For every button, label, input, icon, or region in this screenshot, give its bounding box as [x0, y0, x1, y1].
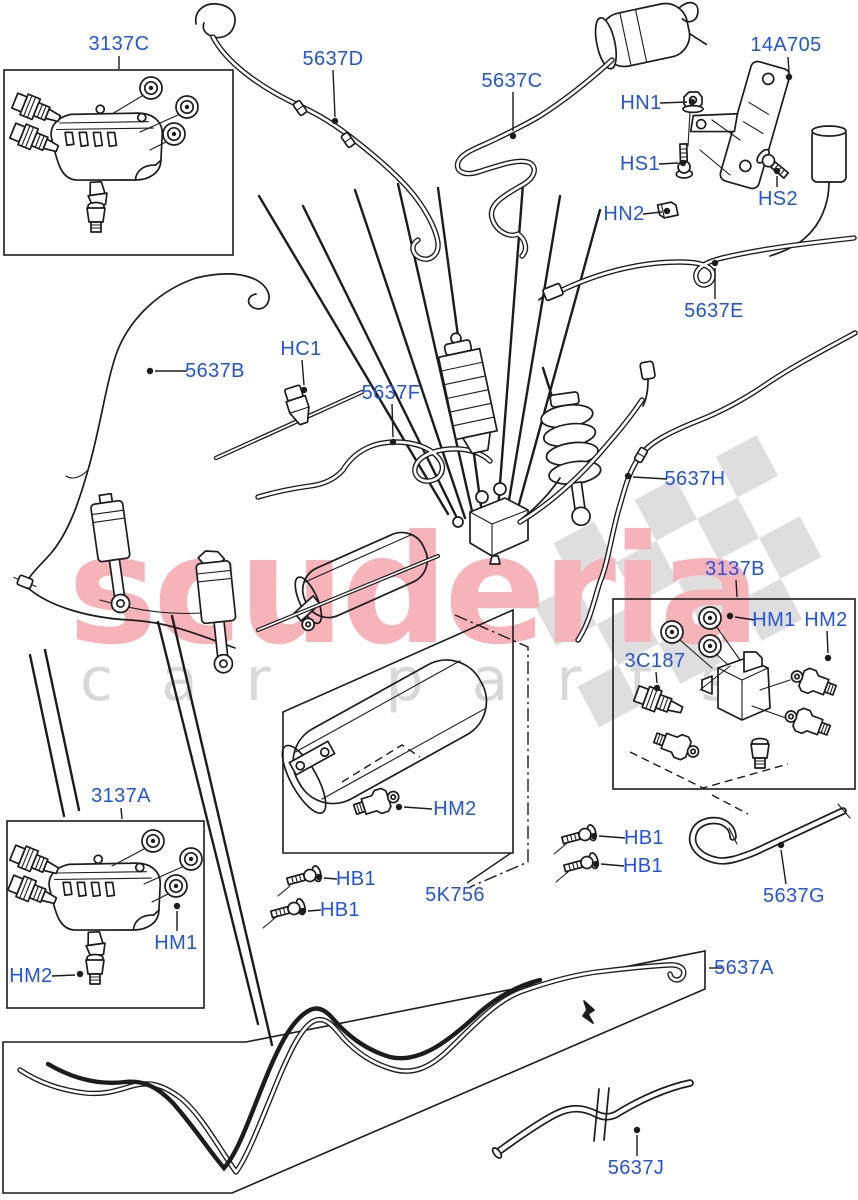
part-label-5637g-25: 5637G — [762, 885, 826, 907]
underbody-lines-5637a — [20, 965, 684, 1172]
ground-dashes-3137b — [629, 751, 789, 815]
part-label-5637a-27: 5637A — [714, 957, 774, 979]
pointer-lines — [28, 182, 602, 1047]
part-label-5637d-1: 5637D — [302, 48, 364, 70]
reservoir-5k756 — [262, 659, 601, 929]
part-label-5637j-28: 5637J — [607, 1157, 665, 1179]
box-3137b — [612, 598, 856, 790]
bracket-14a705 — [656, 60, 793, 219]
part-label-5637h-12: 5637H — [664, 468, 726, 490]
box-3137c — [3, 69, 234, 256]
part-label-hs1-5: HS1 — [619, 153, 661, 175]
part-label-5637c-2: 5637C — [481, 70, 543, 92]
pipe-5637c — [457, 1, 708, 256]
part-label-hc1-10: HC1 — [280, 338, 322, 360]
part-label-3137b-13: 3137B — [705, 558, 765, 580]
part-label-hm1-18: HM1 — [154, 932, 198, 954]
part-label-5637e-8: 5637E — [684, 300, 744, 322]
air-spring-front — [437, 332, 498, 455]
hose-5637j — [491, 1083, 690, 1159]
valve-block-3137a — [5, 829, 203, 985]
part-label-hb1-23: HB1 — [623, 827, 665, 849]
rod-hc1 — [213, 384, 365, 461]
pipe-center-upper — [520, 360, 656, 522]
part-label-5k756-26: 5K756 — [425, 884, 485, 906]
part-label-hn2-7: HN2 — [603, 203, 645, 225]
part-label-hm2-20: HM2 — [433, 798, 477, 820]
valve-block-3137b — [631, 606, 840, 769]
muffler-5637c — [594, 1, 708, 70]
part-label-hm1-14: HM1 — [752, 609, 796, 631]
part-label-5637b-9: 5637B — [185, 360, 245, 382]
part-label-hb1-22: HB1 — [319, 899, 361, 921]
part-label-3137c-0: 3137C — [88, 33, 150, 55]
underbody-outline-5637a — [2, 950, 706, 1194]
part-label-hb1-21: HB1 — [335, 868, 377, 890]
watermark-title: scuderia — [68, 504, 757, 678]
part-label-hn1-4: HN1 — [620, 92, 662, 114]
valve-unit-center — [452, 477, 561, 565]
part-label-14a705-3: 14A705 — [750, 34, 822, 56]
strut-left — [90, 492, 131, 614]
part-label-hm2-19: HM2 — [9, 965, 53, 987]
part-label-3137a-17: 3137A — [91, 785, 151, 807]
box-3137a — [6, 820, 205, 1009]
strut-mid — [195, 550, 237, 674]
hose-5637g — [693, 803, 851, 861]
part-label-hm2-15: HM2 — [804, 609, 848, 631]
valve-block-3137c — [7, 76, 199, 233]
pipe-5637d — [194, 3, 438, 259]
part-label-hs2-6: HS2 — [757, 188, 799, 210]
height-sensor — [769, 125, 847, 257]
part-label-3c187-16: 3C187 — [624, 650, 686, 672]
part-label-hb1-24: HB1 — [622, 855, 664, 877]
leader-layer — [51, 56, 832, 1156]
part-label-5637f-11: 5637F — [361, 382, 421, 404]
pipe-5637e — [538, 238, 854, 302]
